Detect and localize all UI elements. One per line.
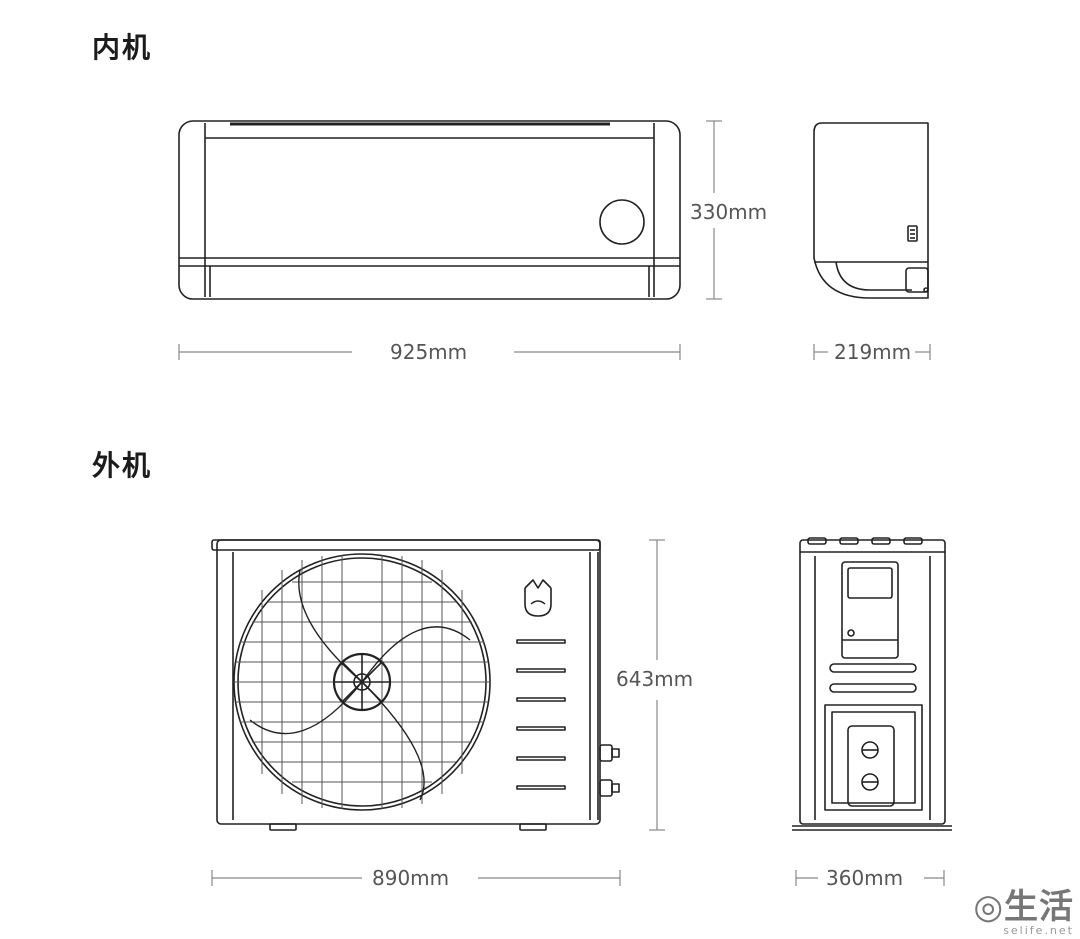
- watermark-url: selife.net: [1003, 924, 1074, 937]
- brand-logo-icon: [524, 579, 552, 617]
- indoor-width-label: 925mm: [386, 340, 472, 364]
- watermark-text: 生活: [1004, 887, 1074, 927]
- indoor-height-label: 330mm: [686, 200, 772, 224]
- indoor-unit-front-view: [178, 120, 681, 300]
- indoor-unit-title: 内机: [92, 31, 153, 64]
- outdoor-depth-label: 360mm: [822, 866, 908, 890]
- outdoor-unit-title: 外机: [92, 449, 153, 482]
- outdoor-width-label: 890mm: [368, 866, 454, 890]
- indoor-unit-side-view: [813, 122, 929, 299]
- pipe-valves: [599, 744, 620, 797]
- display-circle-icon: [599, 199, 645, 245]
- outdoor-unit-side-view: [792, 537, 952, 831]
- outdoor-unit-front-view: [211, 539, 620, 831]
- indoor-depth-label: 219mm: [830, 340, 916, 364]
- site-watermark: ◎生活 selife.net: [973, 879, 1074, 937]
- watermark-logo-icon: ◎: [973, 887, 1004, 927]
- fan-grille: [233, 553, 491, 811]
- outdoor-height-label: 643mm: [612, 667, 698, 691]
- vent-slots: [516, 639, 566, 790]
